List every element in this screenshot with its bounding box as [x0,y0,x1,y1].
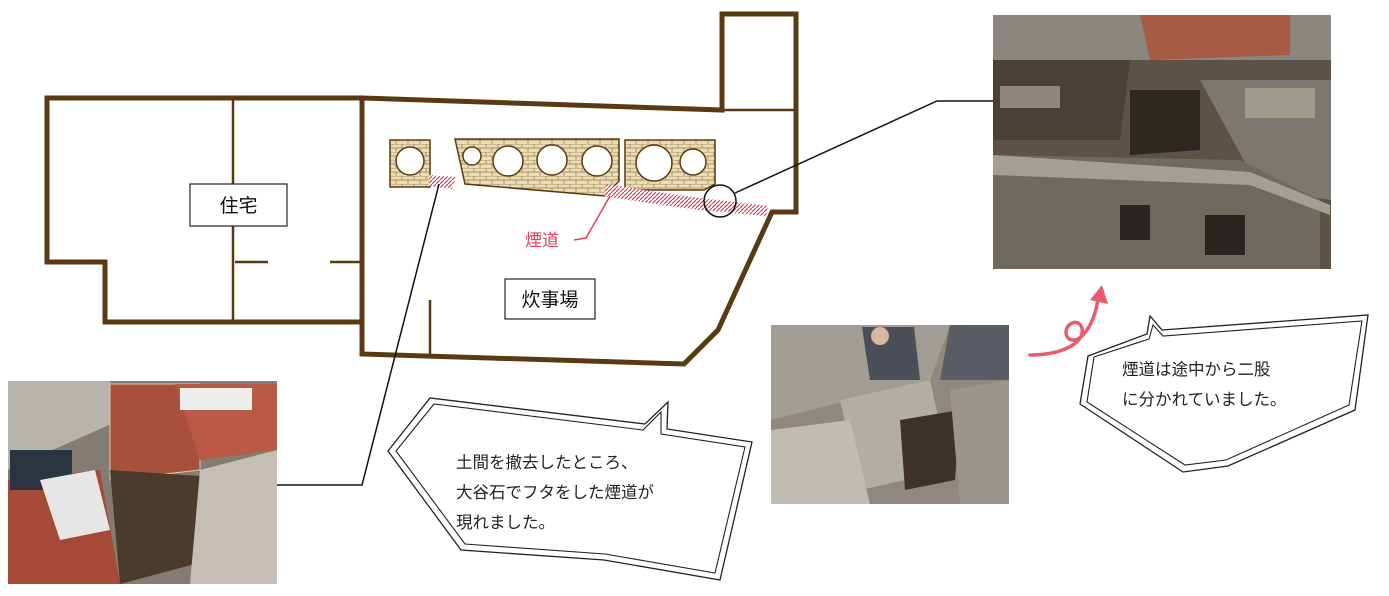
floor-plan: 住宅 炊事場 煙道 [44,11,799,367]
svg-text:煙道: 煙道 [525,231,559,251]
leader-line-right [734,100,995,194]
flue-channel [429,175,768,216]
bubble-left-line-3: 現れました。 [456,513,555,532]
bubble-left-line-2: 大谷石でフタをした煙道が [456,483,655,502]
bubble-right-line-2: に分かれていました。 [1122,390,1287,409]
bubble-left-line-1: 土間を撤去したところ、 [456,453,638,472]
photo-right [993,15,1331,269]
stove-2 [454,138,620,197]
flue-label: 煙道 [525,195,611,251]
bubble-right-line-1: 煙道は途中から二股 [1122,360,1271,379]
speech-bubble-right: 煙道は途中から二股 に分かれていました。 [1079,314,1369,473]
kitchen-outline [359,11,799,367]
flue-detail-marker [703,184,737,218]
kitchen-partition [428,108,796,354]
stove-3 [624,139,716,191]
curly-arrow [1028,285,1108,357]
photo-left [8,381,277,584]
svg-text:住宅: 住宅 [219,195,257,217]
photo-middle [771,325,1009,504]
leader-line-left [275,183,440,486]
house-label: 住宅 [189,183,288,227]
speech-bubble-left: 土間を撤去したところ、 大谷石でフタをした煙道が 現れました。 [387,397,753,581]
kitchen-label: 炊事場 [504,278,596,320]
stove-1 [389,139,431,188]
svg-text:炊事場: 炊事場 [521,289,578,311]
